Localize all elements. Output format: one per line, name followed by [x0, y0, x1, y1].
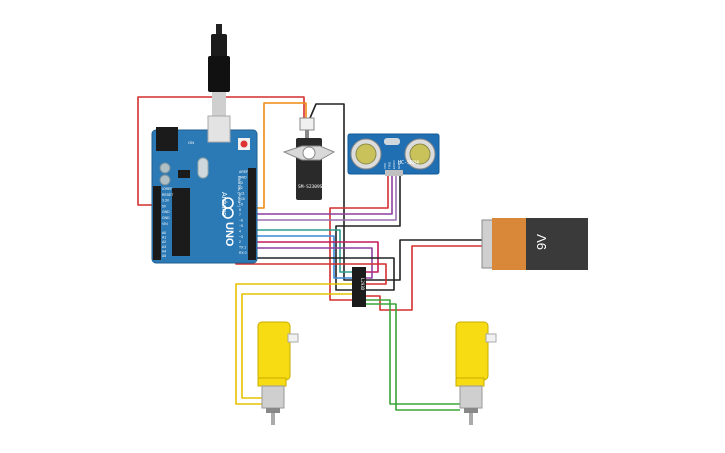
arduino-uno[interactable]: Arduino UNO DIGITAL (PWM~) ON AREFGND131…: [151, 24, 258, 264]
wire-motor-right-a[interactable]: [366, 299, 460, 405]
battery-9v[interactable]: 9V: [481, 218, 588, 270]
digital-pin-label: ~5: [239, 224, 243, 228]
battery-body-orange: [492, 218, 526, 270]
motor-driver[interactable]: L293D: [352, 267, 366, 307]
hc-pins: [385, 170, 403, 176]
arduino-brand: Arduino: [220, 192, 227, 216]
wire-motor-left-b[interactable]: [241, 293, 352, 399]
digital-pin-label: RX 0: [239, 251, 247, 255]
power-pin-label: IOREF: [162, 187, 172, 191]
hc-label: HC-SR04: [398, 160, 419, 166]
wire-5v-servo[interactable]: [137, 96, 305, 206]
servo-wire-bundle: [305, 130, 309, 142]
digital-pin-label: ~9: [239, 202, 243, 206]
power-pin-label: GND: [162, 216, 170, 220]
analog-pin-label: A3: [162, 245, 166, 249]
driver-label: L293D: [360, 278, 365, 291]
battery-label: 9V: [534, 234, 549, 250]
power-pin-label: 3.3V: [162, 199, 170, 203]
wire-d-driver-4[interactable]: [257, 247, 373, 279]
analog-pin-label: A2: [162, 240, 166, 244]
servo-hub: [302, 146, 316, 160]
digital-pin-label: 7: [239, 213, 241, 217]
hc-pin-label: TRIG: [388, 161, 392, 169]
capacitor: [159, 162, 171, 174]
power-pin-label: 5V: [162, 204, 167, 208]
wire-motor-left-a[interactable]: [235, 283, 352, 405]
atmega-chip: [172, 188, 190, 256]
driver-chip: [352, 267, 366, 307]
power-pin-label: VIN: [162, 222, 168, 226]
digital-pin-label: 4: [239, 229, 241, 233]
arduino-model: UNO: [223, 222, 235, 247]
analog-header: [153, 230, 161, 260]
digital-pin-label: TX 1: [239, 246, 246, 250]
digital-pin-label: 12: [239, 186, 243, 190]
dc-motor-right[interactable]: [455, 321, 497, 425]
hc-pin-label: VCC: [383, 162, 387, 169]
digital-pin-label: AREF: [239, 170, 248, 174]
hc-pin-label: ECHO: [392, 160, 396, 169]
wire-d-driver-1[interactable]: [257, 229, 352, 273]
wire-servo-signal[interactable]: [257, 102, 307, 209]
wire-servo-gnd[interactable]: [309, 103, 482, 281]
icsp-header: [178, 170, 190, 178]
hc-pin-label: GND: [397, 162, 401, 170]
wire-hc-gnd[interactable]: [335, 176, 401, 291]
arduino-logo: [222, 197, 234, 219]
wire-hc-echo[interactable]: [257, 176, 397, 221]
wire-hc-vcc[interactable]: [329, 176, 389, 301]
power-jack-icon[interactable]: [156, 127, 178, 151]
digital-pin-label: 8: [239, 208, 241, 212]
on-led-label: ON: [188, 140, 194, 145]
digital-pin-label: ~10: [239, 197, 245, 201]
dc-motor-left[interactable]: [257, 321, 299, 425]
battery-body-dark: [526, 218, 588, 270]
digital-pin-label: GND: [239, 175, 247, 179]
power-header: [153, 186, 161, 232]
wire-motor-right-b[interactable]: [366, 303, 460, 411]
digital-header-label: DIGITAL (PWM~): [237, 176, 242, 208]
wire-hc-trig[interactable]: [257, 176, 393, 215]
digital-pin-label: ~6: [239, 219, 243, 223]
analog-pin-label: A0: [162, 231, 166, 235]
digital-header: [248, 168, 256, 260]
wire-d-driver-2[interactable]: [257, 235, 352, 279]
digital-pin-label: 13: [239, 181, 243, 185]
analog-pin-label: A4: [162, 249, 166, 253]
power-pin-label: GND: [162, 210, 170, 214]
digital-pin-label: ~11: [239, 192, 245, 196]
usb-plug-icon[interactable]: [207, 24, 231, 143]
reset-button-icon[interactable]: [238, 138, 250, 150]
analog-pin-label: A1: [162, 236, 166, 240]
capacitor: [159, 174, 171, 186]
analog-pin-label: A5: [162, 254, 166, 258]
crystal: [197, 157, 209, 179]
digital-pin-label: 2: [239, 240, 241, 244]
power-pin-label: RESET: [162, 193, 173, 197]
servo-connector: [299, 117, 315, 131]
servo-motor[interactable]: SM-S2309S: [282, 117, 336, 200]
hc-crystal: [384, 138, 400, 145]
servo-label: SM-S2309S: [298, 184, 323, 190]
digital-pin-label: ~3: [239, 235, 243, 239]
